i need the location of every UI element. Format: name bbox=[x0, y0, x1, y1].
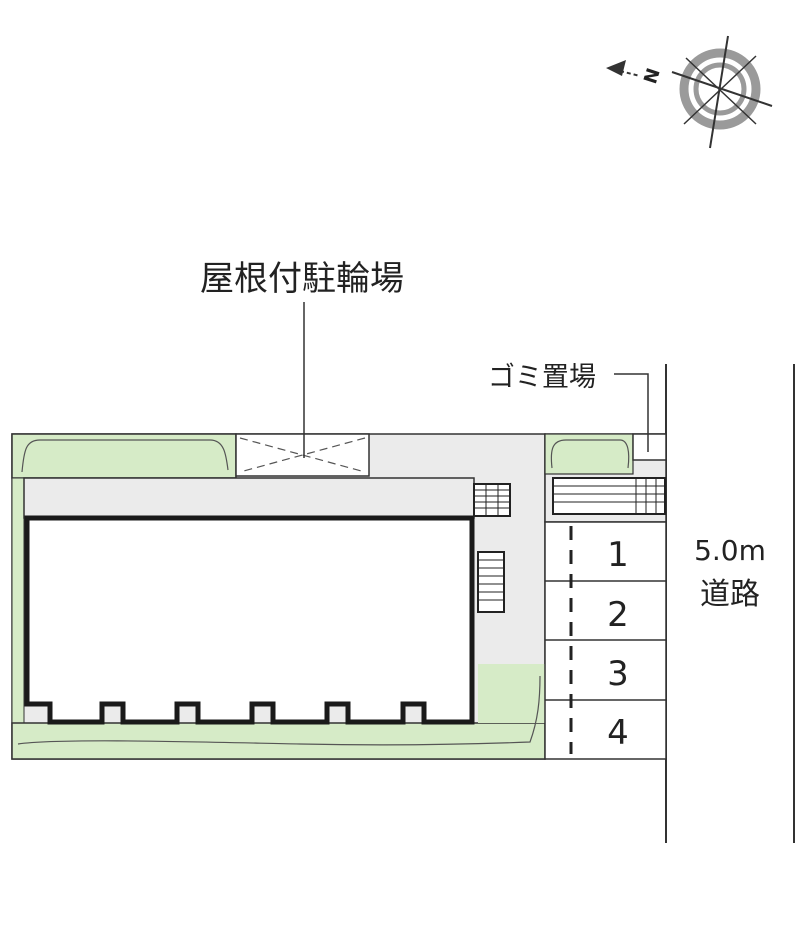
parking-space-number: 2 bbox=[607, 595, 629, 635]
parking-lots: 1 2 3 4 bbox=[544, 521, 667, 760]
bicycle-parking-cross bbox=[239, 437, 366, 473]
compass-ring-inner bbox=[693, 62, 747, 116]
compass-line bbox=[709, 35, 729, 149]
vegetation-outline bbox=[550, 439, 630, 469]
compass-north-letter: N bbox=[640, 66, 665, 87]
compass-line bbox=[685, 57, 757, 125]
entrance-fence bbox=[552, 477, 666, 515]
stair-block bbox=[473, 483, 511, 517]
compass-ring bbox=[679, 48, 761, 130]
garbage-area bbox=[632, 433, 667, 461]
north-arrow-icon bbox=[606, 60, 626, 76]
roofed-bicycle-parking bbox=[235, 433, 370, 477]
stair-block bbox=[477, 551, 505, 613]
vegetation-outline bbox=[21, 439, 229, 473]
garbage-area-label: ゴミ置場 bbox=[488, 362, 596, 393]
vegetation-outline bbox=[17, 675, 541, 746]
compass-north-arrow-line bbox=[619, 70, 641, 77]
bicycle-parking-cross bbox=[239, 437, 366, 473]
compass: N bbox=[606, 35, 773, 149]
bicycle-parking-label: 屋根付駐輪場 bbox=[200, 259, 404, 299]
garbage-area-leader bbox=[614, 373, 649, 452]
building-corridor bbox=[23, 477, 475, 519]
compass-line bbox=[683, 55, 757, 125]
stairs bbox=[473, 483, 511, 613]
fence-frame bbox=[552, 477, 666, 515]
road-label: 道路 bbox=[700, 577, 760, 612]
parking-space-number: 1 bbox=[607, 535, 629, 575]
bicycle-parking-area bbox=[235, 433, 370, 477]
building-outline bbox=[24, 515, 475, 725]
road-width-label: 5.0m bbox=[694, 534, 766, 567]
parking-space-number: 4 bbox=[607, 713, 629, 753]
vegetation-right-corner bbox=[478, 664, 545, 723]
vegetation-left-strip bbox=[11, 477, 25, 724]
parking-space-number: 3 bbox=[607, 654, 629, 694]
